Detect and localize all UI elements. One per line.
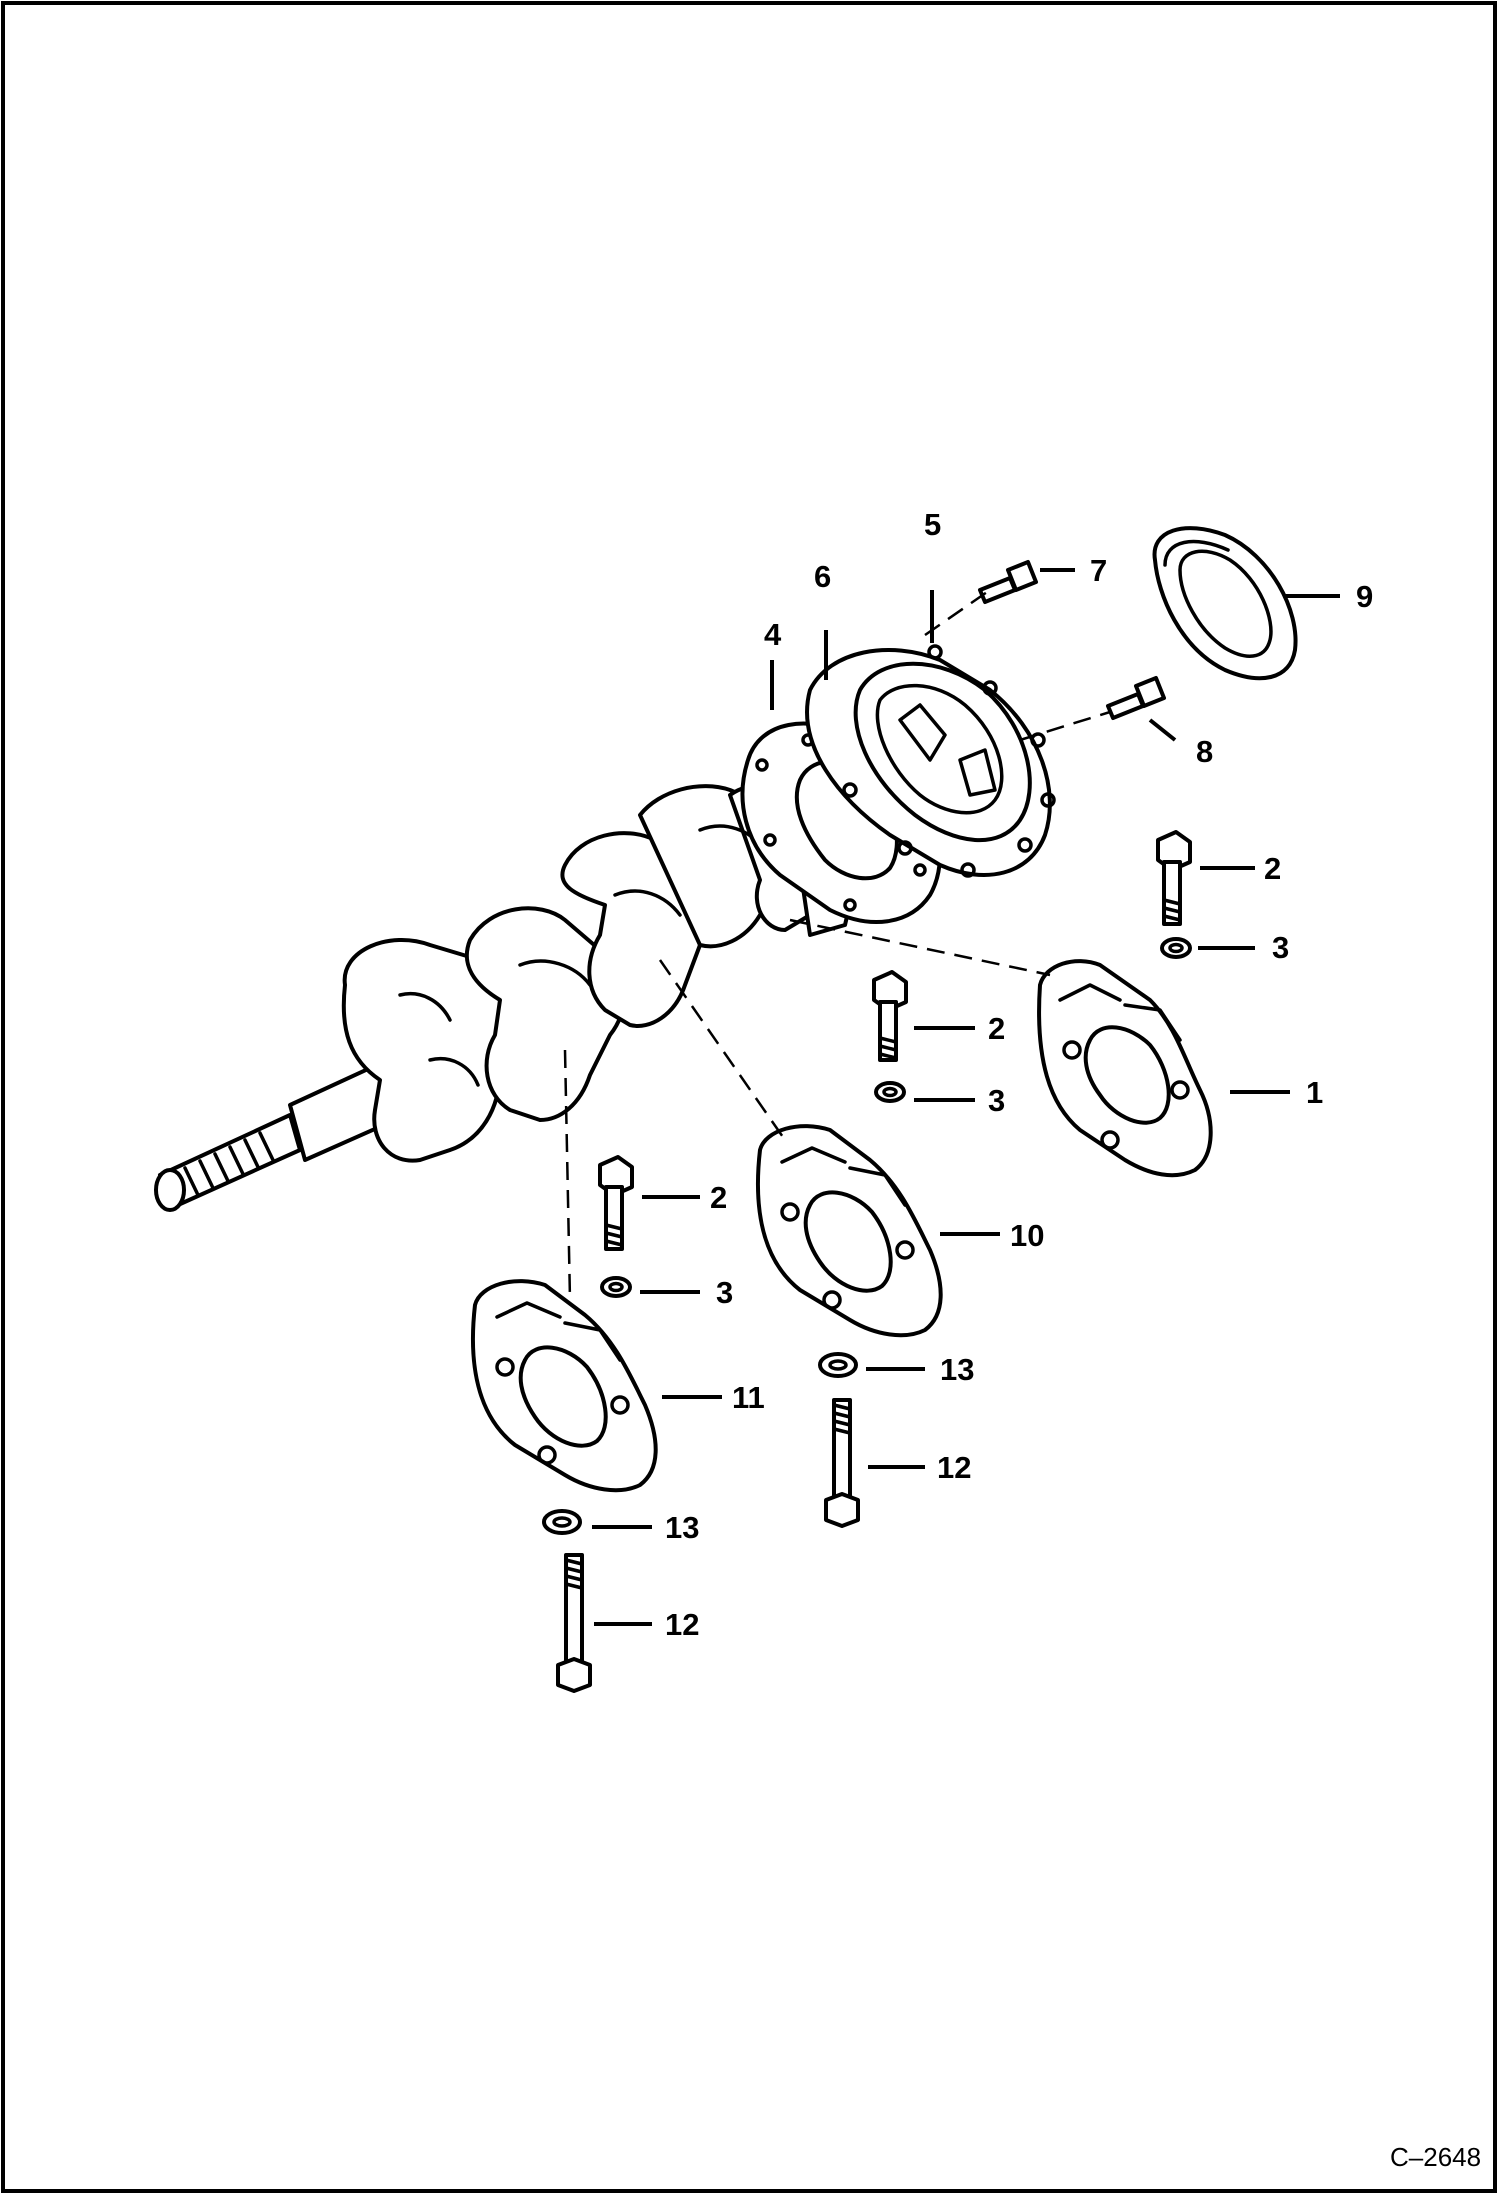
counterweight-bolt-long <box>556 1553 592 1693</box>
callout-2: 2 <box>1264 851 1281 886</box>
lock-washer <box>600 1276 632 1298</box>
callout-3: 3 <box>1272 930 1289 965</box>
callout-13: 13 <box>940 1352 974 1387</box>
callout-8: 8 <box>1196 734 1213 769</box>
callout-13: 13 <box>665 1510 699 1545</box>
counterweight-bolt <box>598 1155 634 1251</box>
counterweight-rear <box>470 1279 658 1493</box>
callout-3: 3 <box>716 1275 733 1310</box>
housing-bolt <box>1106 676 1166 720</box>
callout-4: 4 <box>764 617 782 652</box>
callout-12: 12 <box>937 1450 971 1485</box>
counterweight-middle <box>755 1124 943 1338</box>
flat-washer <box>818 1352 858 1378</box>
callout-5: 5 <box>924 507 941 542</box>
callout-6: 6 <box>814 559 831 594</box>
callout-labels: 1 2 3 2 3 2 3 4 5 6 7 8 9 10 11 13 12 13… <box>665 507 1373 1642</box>
counterweight-bolt-long <box>824 1398 860 1528</box>
callout-2: 2 <box>710 1180 727 1215</box>
housing-bolt <box>978 560 1038 604</box>
callout-11: 11 <box>732 1380 765 1415</box>
callout-2: 2 <box>988 1011 1005 1046</box>
callout-10: 10 <box>1010 1218 1044 1253</box>
leader-lines <box>592 568 1340 1626</box>
callout-3: 3 <box>988 1083 1005 1118</box>
flat-washer <box>542 1509 582 1535</box>
counterweight-bolt <box>872 970 908 1062</box>
callout-9: 9 <box>1356 579 1373 614</box>
callout-7: 7 <box>1090 553 1107 588</box>
lock-washer <box>1160 937 1192 959</box>
alignment-lines <box>563 588 1111 1301</box>
counterweight-bolt <box>1156 830 1192 926</box>
bearing-housing <box>805 644 1056 878</box>
counterweight-front <box>1037 959 1213 1178</box>
lock-washer <box>874 1081 906 1103</box>
crankshaft <box>154 782 862 1212</box>
oil-seal <box>1152 526 1298 681</box>
callout-1: 1 <box>1306 1075 1323 1110</box>
figure-id: C–2648 <box>1390 2142 1481 2172</box>
callout-12: 12 <box>665 1607 699 1642</box>
